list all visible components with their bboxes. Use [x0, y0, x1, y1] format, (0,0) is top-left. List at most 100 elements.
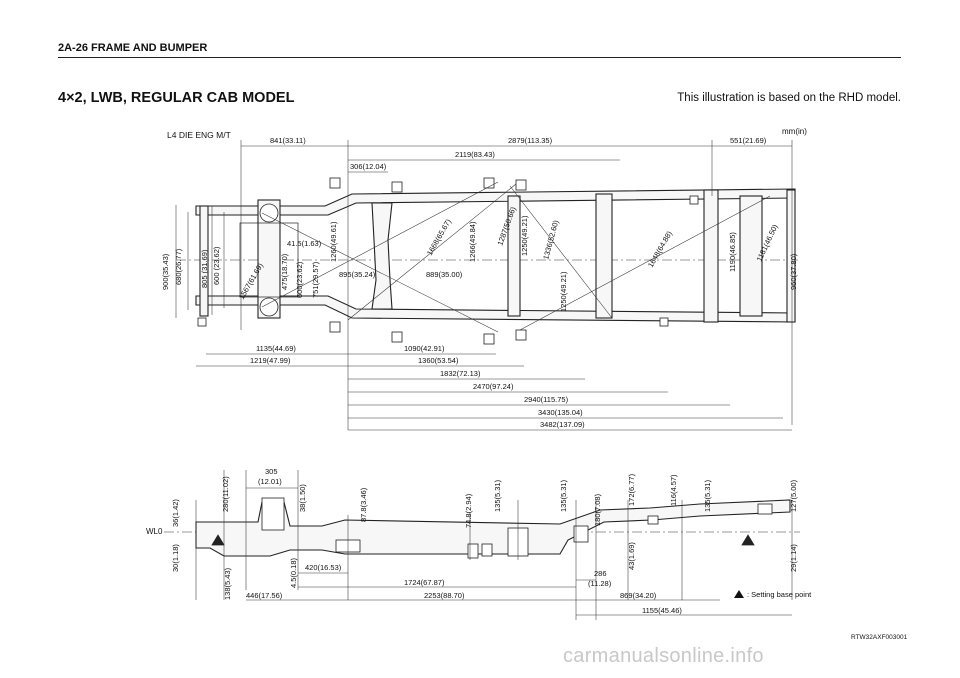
setting-point-legend-icon: [734, 590, 744, 598]
crossmember-5: [703, 189, 719, 323]
dim-74-8: 74.8(2.94): [464, 493, 473, 528]
dim-280: 280(11.02): [221, 476, 230, 512]
dim-38: 38(1.50): [298, 484, 307, 512]
page-header: 2A-26 FRAME AND BUMPER: [58, 42, 208, 54]
figure-code: RTW32AXF003001: [851, 634, 908, 641]
wl0-label: WL0: [146, 527, 163, 536]
dim-135a: 135(5.31): [493, 479, 502, 512]
setting-point-rear: [741, 534, 755, 546]
dim-895: 895(35.24): [339, 270, 376, 279]
dim-1250b: 1250(49.21): [559, 271, 568, 312]
setting-point-front: [211, 534, 225, 546]
dim-41-5: 41.5(1.63): [287, 239, 322, 248]
dim-841: 841(33.11): [270, 136, 306, 145]
side-horizontal-dims: [246, 572, 792, 616]
bracket: [483, 177, 495, 189]
front-mount-right: [259, 297, 279, 317]
dim-900: 900(35.43): [161, 253, 170, 290]
dim-305-in: (12.01): [258, 477, 282, 486]
dim-135b: 135(5.31): [559, 479, 568, 512]
dim-869: 869(34.20): [620, 591, 657, 600]
rear-crossmember: [739, 195, 763, 317]
dim-2879: 2879(113.35): [508, 136, 553, 145]
dim-36: 36(1.42): [171, 499, 180, 527]
dim-3430: 3430(135.04): [538, 408, 583, 417]
side-view: WL0 36(1.42: [146, 467, 812, 620]
front-crossmember: [257, 199, 281, 319]
dim-1724: 1724(67.87): [404, 578, 445, 587]
dim-1266: 1266(49.84): [468, 221, 477, 262]
hanger: [467, 543, 479, 559]
bracket: [647, 515, 659, 525]
crossmember-2: [371, 202, 393, 310]
bracket: [197, 317, 207, 327]
dim-1135: 1135(44.69): [256, 344, 296, 353]
dim-1360: 1360(53.54): [418, 356, 459, 365]
diagonal-line: [261, 181, 499, 308]
watermark: carmanualsonline.info: [563, 645, 764, 667]
hanger: [481, 543, 493, 557]
spring-hanger: [573, 525, 589, 543]
dim-600b: 600(23.62): [295, 261, 304, 298]
setting-point-legend: : Setting base point: [747, 590, 812, 599]
bracket: [483, 333, 495, 345]
dim-2253: 2253(88.70): [424, 591, 465, 600]
dim-2470: 2470(97.24): [473, 382, 514, 391]
dim-1219: 1219(47.99): [250, 356, 291, 365]
rotated-labels-left: 900(35.43) 680(26.77) 805 (31.69) 600 (2…: [161, 221, 338, 301]
engine-mount-bracket: [239, 222, 299, 298]
dim-135c: 135(5.31): [703, 479, 712, 512]
dim-805: 805 (31.69): [200, 249, 209, 288]
dim-446: 446(17.56): [246, 591, 283, 600]
dim-1090: 1090(42.91): [404, 344, 445, 353]
rear-end-crossmember: [786, 189, 796, 323]
engine-label: L4 DIE ENG M/T: [167, 130, 231, 140]
header-rule: [58, 57, 901, 58]
dim-286-in: (11.28): [588, 579, 612, 588]
dim-180: 180(7.08): [593, 493, 602, 526]
dim-751: 751(29.57): [311, 261, 320, 298]
dim-306: 306(12.04): [350, 162, 387, 171]
page-title: 4×2, LWB, REGULAR CAB MODEL: [58, 90, 295, 106]
dim-2119: 2119(83.43): [455, 150, 495, 159]
dim-138: 138(5.43): [223, 567, 232, 600]
dim-286: 286: [594, 569, 607, 578]
dim-1250a: 1250(49.21): [520, 215, 529, 256]
dim-30: 30(1.18): [171, 544, 180, 572]
dim-4-5: 4.5(0.18): [289, 557, 298, 588]
dim-1648: 1648(64.88): [646, 229, 674, 269]
dim-1832: 1832(72.13): [440, 369, 481, 378]
bracket: [515, 329, 527, 341]
diagonal-line: [519, 195, 771, 331]
dim-889: 889(35.00): [426, 270, 463, 279]
dim-29: 29(1.14): [789, 544, 798, 572]
diagonal-line: [509, 185, 613, 319]
front-mount-left: [259, 203, 279, 223]
dim-127: 127(5.00): [789, 479, 798, 512]
dim-2940: 2940(115.75): [524, 395, 569, 404]
dim-960: 960(37.80): [789, 253, 798, 290]
dim-551: 551(21.69): [730, 136, 767, 145]
dim-420: 420(16.53): [305, 563, 342, 572]
dim-87-8: 87.8(3.46): [359, 487, 368, 522]
dim-475: 475(18.70): [280, 253, 289, 290]
dim-305: 305: [265, 467, 278, 476]
dim-116: 116(4.57): [669, 474, 678, 506]
diagonal-line: [261, 212, 499, 333]
bracket: [515, 179, 527, 191]
front-mount-bracket: [261, 497, 285, 531]
bracket: [329, 177, 341, 189]
bracket: [329, 321, 341, 333]
side-ext-lines: [195, 470, 793, 620]
dim-172: 172(6.77): [627, 473, 636, 506]
bracket: [689, 195, 699, 205]
dim-1190: 1190(46.85): [728, 232, 737, 272]
dim-600a: 600 (23.62): [212, 246, 221, 285]
dim-3482: 3482(137.09): [540, 420, 585, 429]
dim-1155: 1155(45.46): [642, 606, 682, 615]
plan-view: L4 DIE ENG M/T mm(in): [161, 127, 807, 431]
dim-43: 43(1.69): [627, 542, 636, 570]
side-vertical-labels: 36(1.42) 30(1.18) 280(11.02) 138(5.43) 3…: [171, 473, 798, 600]
unit-label: mm(in): [782, 127, 807, 136]
